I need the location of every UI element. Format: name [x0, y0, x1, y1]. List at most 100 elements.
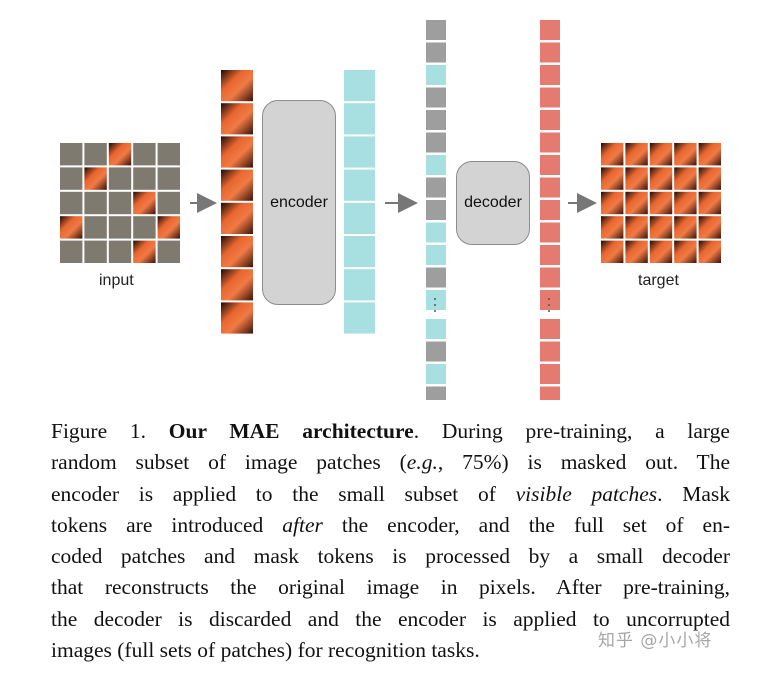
encoded-token [344, 103, 375, 135]
target-patch [674, 216, 697, 239]
visible-patch [221, 136, 253, 168]
caption-line: encoder is applied to the small subset o… [51, 479, 730, 510]
decoder-box: decoder [456, 161, 530, 245]
visible-patch [221, 202, 253, 234]
decoded-token [540, 267, 560, 288]
encoder-label: encoder [270, 193, 328, 211]
caption-line: coded patches and mask tokens is process… [51, 541, 730, 572]
input-label: input [99, 272, 134, 289]
encoded-token [426, 319, 446, 339]
target-patch [698, 143, 721, 166]
encoded-token [344, 302, 375, 334]
decoded-token [540, 386, 560, 407]
caption-text: that reconstructs the original image in … [51, 575, 730, 600]
target-patch [698, 216, 721, 239]
input-masked-patch [157, 240, 180, 263]
caption-text: the decoder is discarded and the encoder… [51, 606, 730, 631]
input-masked-patch [108, 167, 132, 190]
caption-line: images (full sets of patches) for recogn… [51, 635, 730, 666]
caption-text: , 75%) is masked out. The [437, 450, 730, 475]
caption-text: . Mask [657, 481, 730, 506]
target-patch [625, 191, 648, 215]
decoded-token [540, 245, 560, 265]
target-patch [601, 216, 624, 239]
caption-line: tokens are introduced after the encoder,… [51, 510, 730, 541]
visible-patch [221, 169, 253, 201]
visible-patch [221, 103, 253, 135]
decoded-token [540, 110, 560, 130]
caption-text: e.g. [406, 450, 438, 475]
caption-text: Figure 1. [51, 419, 169, 443]
figure-caption: Figure 1. Our MAE architecture. During p… [51, 416, 730, 666]
target-patch [649, 191, 673, 215]
target-patch [625, 143, 648, 166]
target-patch [601, 143, 624, 166]
input-masked-patch [108, 240, 132, 263]
ellipsis-full-tokens [434, 298, 436, 312]
target-patch [698, 240, 721, 263]
target-patch [649, 143, 673, 166]
target-patch [625, 216, 648, 239]
target-patch [625, 240, 648, 263]
decoder-label: decoder [464, 194, 522, 211]
caption-text: tokens are introduced [51, 512, 283, 537]
caption-line: random subset of image patches (e.g., 75… [51, 447, 730, 478]
visible-patch [221, 236, 253, 268]
input-masked-patch [157, 167, 180, 190]
target-patch [674, 240, 697, 263]
decoded-token [540, 155, 560, 175]
decoded-token [540, 290, 560, 310]
decoded-token [540, 42, 560, 63]
visible-patch [221, 302, 253, 334]
encoded-token [426, 290, 446, 310]
target-patch [674, 167, 697, 190]
mask-token [426, 177, 446, 198]
visible-patches-column [221, 70, 253, 334]
caption-text: visible patches [515, 481, 658, 506]
caption-text: the encoder, and the full set of en- [322, 512, 730, 537]
target-patch [649, 240, 673, 263]
caption-text: . During pre-training, a large [413, 419, 730, 443]
mask-token [426, 341, 446, 362]
encoder-box: encoder [262, 100, 336, 305]
target-patch [698, 191, 721, 215]
encoded-token [426, 222, 446, 243]
encoded-token [344, 269, 375, 301]
encoded-token [426, 364, 446, 384]
encoded-token [344, 202, 375, 234]
input-masked-patch [157, 143, 180, 166]
input-masked-patch [133, 216, 156, 239]
input-masked-patch [84, 143, 107, 166]
figure-graphics [60, 20, 721, 429]
encoded-token [426, 155, 446, 175]
encoded-token [344, 236, 375, 268]
mae-architecture-figure: encoder decoder input target [60, 20, 721, 429]
input-masked-image [60, 143, 180, 263]
input-masked-patch [60, 143, 83, 166]
target-patch [698, 167, 721, 190]
input-masked-patch [60, 167, 83, 190]
input-masked-patch [60, 240, 83, 263]
target-patch [649, 216, 673, 239]
mask-token [426, 110, 446, 130]
input-masked-patch [108, 216, 132, 239]
decoded-token [540, 200, 560, 220]
input-masked-patch [84, 240, 107, 263]
caption-text: random subset of image patches ( [51, 450, 407, 475]
input-visible-patch [157, 216, 180, 239]
encoded-token [426, 245, 446, 265]
decoded-token [540, 319, 560, 339]
input-masked-patch [108, 191, 132, 215]
mask-token [426, 200, 446, 220]
target-patch [674, 143, 697, 166]
target-patch [601, 240, 624, 263]
decoded-token [540, 222, 560, 243]
watermark: 知乎 @小小将 [598, 631, 713, 651]
input-masked-patch [133, 167, 156, 190]
caption-text: encoder is applied to the small subset o… [51, 481, 516, 506]
target-patch [625, 167, 648, 190]
visible-patch [221, 269, 253, 301]
visible-patch [221, 70, 253, 102]
encoded-tokens-column [344, 70, 375, 334]
target-patch [674, 191, 697, 215]
